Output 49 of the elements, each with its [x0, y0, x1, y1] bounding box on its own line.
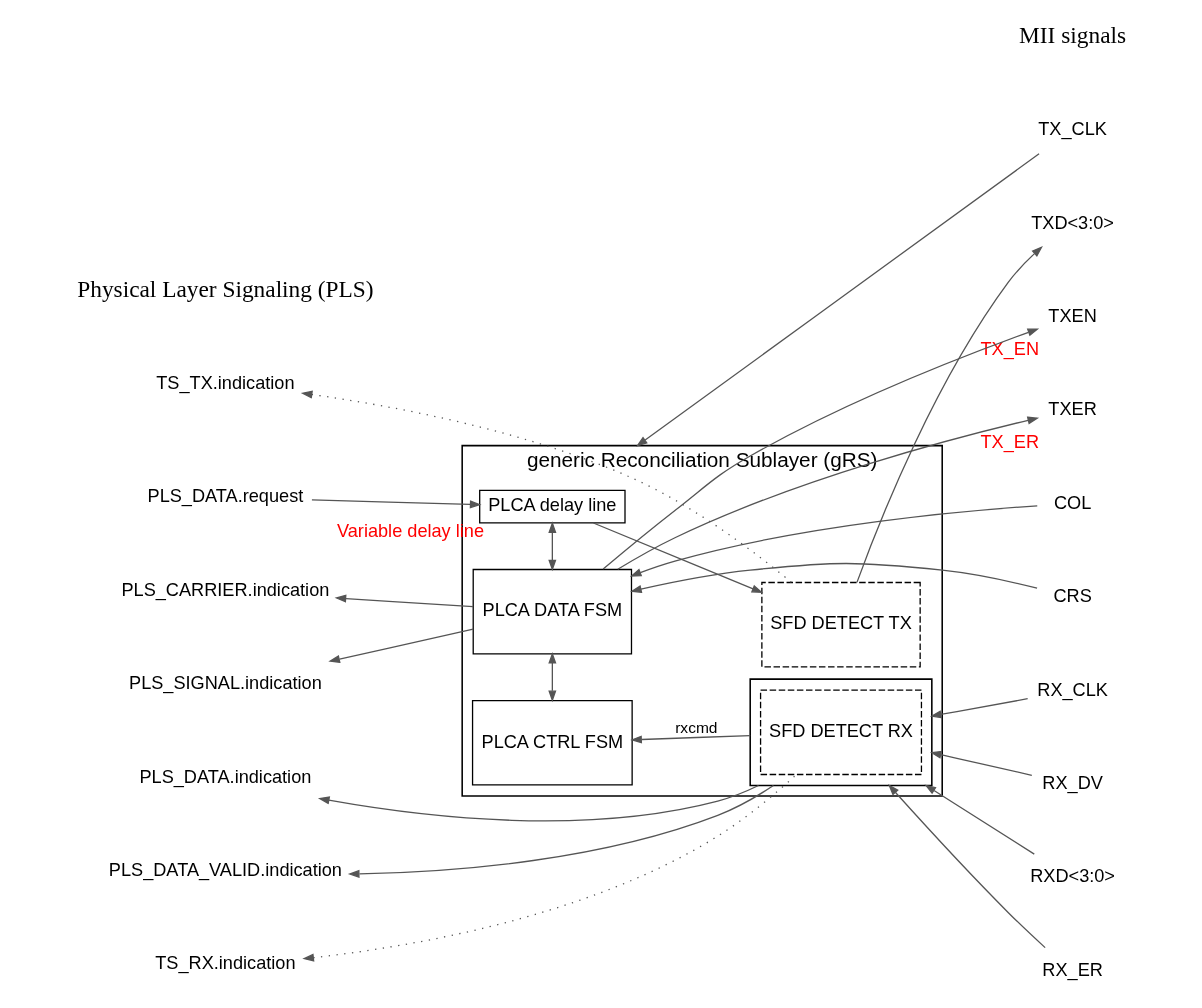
arrow	[630, 734, 751, 744]
node-text: TS_RX.indication	[155, 953, 296, 974]
arrow	[924, 784, 1035, 855]
arrow	[302, 773, 798, 962]
node-text: RX_CLK	[1037, 679, 1108, 700]
arrow	[328, 628, 474, 664]
arrow	[856, 246, 1043, 583]
label: MII signals	[1019, 21, 1127, 48]
node-text: TXER	[1048, 399, 1097, 420]
label: Physical Layer Signaling (PLS)	[77, 275, 374, 302]
arrow	[602, 328, 1040, 570]
node-text: TXD<3:0>	[1031, 212, 1114, 233]
node-label: TX_ER	[980, 432, 1040, 453]
arrow	[629, 505, 1038, 577]
arrow	[929, 698, 1029, 719]
node-box: PLCA DATA FSM	[472, 568, 633, 655]
arrow	[592, 522, 764, 594]
node-box: PLCA delay line	[479, 489, 626, 524]
arrow	[548, 521, 557, 572]
edge-label: rxcmd	[675, 719, 718, 737]
node-text: TS_TX.indication	[156, 373, 295, 394]
node-text: PLS_CARRIER.indication	[121, 579, 330, 600]
node-text: CRS	[1053, 586, 1092, 607]
node-box: SFD DETECT RX	[759, 689, 923, 776]
node-text: COL	[1053, 492, 1092, 513]
node-text: RX_ER	[1042, 959, 1103, 980]
node-text: PLS_DATA.indication	[139, 766, 312, 787]
arrow	[887, 784, 1046, 949]
node-text: RX_DV	[1042, 773, 1103, 794]
node-label: TX_EN	[980, 339, 1040, 360]
arrow	[347, 784, 775, 878]
cluster	[749, 678, 933, 787]
arrow	[929, 750, 1033, 776]
arrow	[617, 416, 1040, 570]
arrow	[317, 784, 760, 822]
node-box: SFD DETECT TX	[761, 581, 921, 668]
node-text: PLS_DATA.request	[147, 486, 304, 507]
node-text: TXEN	[1048, 305, 1097, 326]
arrow	[635, 153, 1040, 447]
node-text: PLS_DATA_VALID.indication	[108, 859, 342, 880]
arrow	[630, 562, 1038, 594]
arrow	[300, 390, 793, 583]
node-text: RXD<3:0>	[1030, 866, 1115, 887]
node-box: PLCA CTRL FSM	[471, 699, 633, 786]
node-text: TX_CLK	[1038, 119, 1107, 140]
arrow	[334, 594, 474, 608]
arrow	[311, 499, 482, 509]
arrow	[548, 651, 557, 703]
node-text: PLS_SIGNAL.indication	[129, 673, 322, 694]
